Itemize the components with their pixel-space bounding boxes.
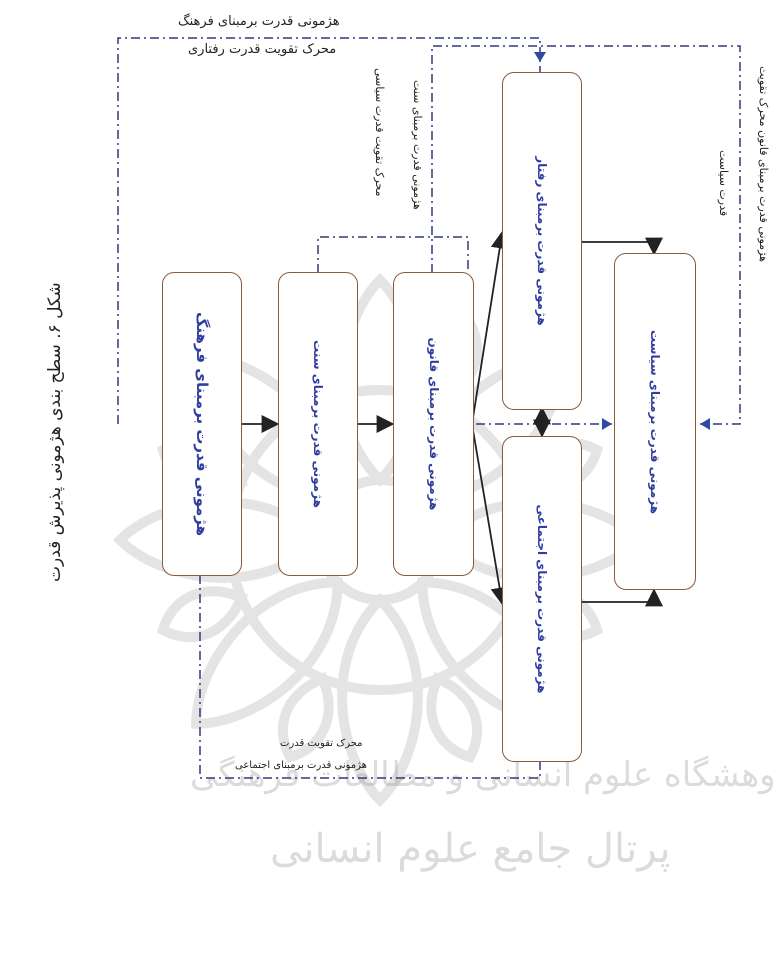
- label-bottom-loop-1: محرک تقویت قدرت: [280, 738, 363, 749]
- label-law-loop-driver: محرک تقویت قدرت سیاسی: [373, 68, 386, 197]
- label-right-loop-title: هژمونی قدرت برمبنای قانون محرک تقویت: [757, 66, 770, 262]
- node-tradition-label: هژمونی قدرت برمبنای سنت: [311, 340, 325, 508]
- arrow-law-policy: [602, 418, 612, 430]
- watermark-petal: [112, 497, 328, 583]
- loop-bottom: [199, 575, 541, 779]
- node-tradition: هژمونی قدرت برمبنای سنت: [278, 272, 358, 576]
- node-policy: هژمونی قدرت برمبنای سیاست: [614, 253, 696, 590]
- arrow-to-policy-right: [700, 418, 710, 430]
- watermark-text-2: پرتال جامع علوم انسانی: [270, 826, 671, 872]
- node-society: هژمونی قدرت برمبنای اجتماعی: [502, 436, 582, 762]
- node-culture-label: هژمونی قدرت برمبنای فرهنگ: [193, 311, 211, 537]
- figure-caption: شکل ۶. سطح بندی هژمونی پذیرش قدرت: [45, 282, 65, 582]
- label-bottom-loop-2: هژمونی قدرت برمبنای اجتماعی: [235, 760, 367, 771]
- watermark-petal: [191, 577, 343, 729]
- watermark-text-1: پژوهشگاه علوم انسانی و مطالعات فرهنگی: [190, 755, 773, 795]
- watermark-petal-inner: [156, 586, 248, 643]
- loop-tradition-law: [317, 236, 469, 273]
- label-top-behavior: محرک تقویت قدرت رفتاری: [188, 42, 337, 57]
- node-law: هژمونی قدرت برمبنای قانون: [393, 272, 474, 576]
- arrow-to-behavior-top: [534, 52, 546, 62]
- node-culture: هژمونی قدرت برمبنای فرهنگ: [162, 272, 242, 576]
- node-law-label: هژمونی قدرت برمبنای قانون: [426, 337, 441, 511]
- node-behavior-label: هژمونی قدرت برمبنای رفتار: [535, 156, 549, 326]
- label-top-culture: هژمونی قدرت برمبنای فرهنگ: [178, 14, 340, 29]
- watermark-petal-inner: [426, 672, 483, 764]
- node-policy-label: هژمونی قدرت برمبنای سیاست: [648, 329, 662, 514]
- node-society-label: هژمونی قدرت برمبنای اجتماعی: [535, 504, 549, 694]
- loop-law-right: [431, 45, 741, 425]
- label-law-loop-title: هژمونی قدرت برمبنای سنت: [411, 80, 424, 210]
- watermark-petal-inner: [277, 672, 334, 764]
- watermark-petal: [337, 592, 423, 808]
- node-behavior: هژمونی قدرت برمبنای رفتار: [502, 72, 582, 410]
- label-right-loop-sub: قدرت سیاست: [717, 150, 730, 217]
